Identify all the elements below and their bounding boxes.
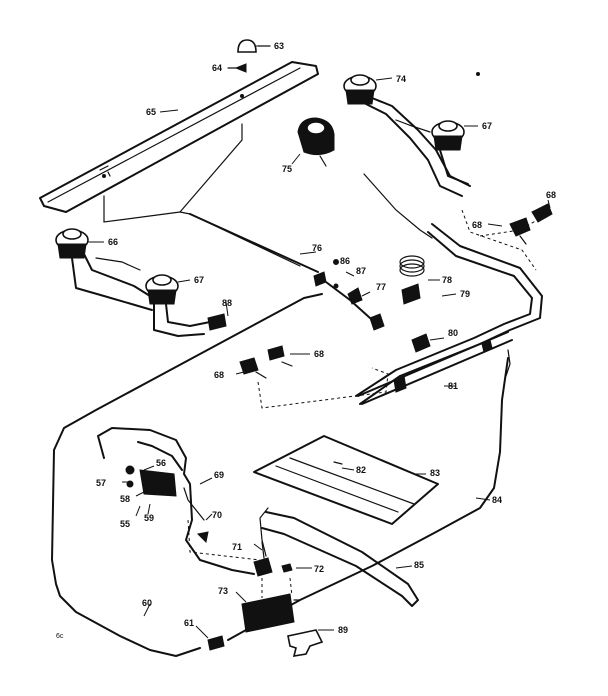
callout-68-mid: 68 xyxy=(472,220,482,230)
callout-60: 60 xyxy=(142,598,152,608)
callout-74: 74 xyxy=(396,74,406,84)
callout-82: 82 xyxy=(356,465,366,475)
valve-80 xyxy=(411,333,431,353)
callout-79: 79 xyxy=(460,289,470,299)
callout-56: 56 xyxy=(156,458,166,468)
callout-80: 80 xyxy=(448,328,458,338)
callout-61: 61 xyxy=(184,618,194,628)
burner-head-74 xyxy=(343,74,471,197)
callout-66: 66 xyxy=(108,237,118,247)
callout-81: 81 xyxy=(448,381,458,391)
callout-70: 70 xyxy=(212,510,222,520)
switch-78 xyxy=(401,283,421,305)
callout-63: 63 xyxy=(274,41,284,51)
thermostat-75 xyxy=(297,117,335,167)
callout-65: 65 xyxy=(146,107,156,117)
callout-73: 73 xyxy=(218,586,228,596)
callout-67-upper: 67 xyxy=(482,121,492,131)
orifice-68-upper xyxy=(509,203,553,245)
burner-head-66 xyxy=(55,228,153,311)
wire-84 xyxy=(505,349,511,377)
reference-mark xyxy=(476,72,480,76)
callout-68-lower-left: 68 xyxy=(214,370,224,380)
coiled-tube xyxy=(399,255,425,277)
burner-head-67-upper xyxy=(395,119,469,185)
callout-68-lower-right: 68 xyxy=(314,349,324,359)
igniter-assembly xyxy=(97,427,255,575)
manifold-pipe-81 xyxy=(257,331,513,409)
bake-burner-85 xyxy=(259,507,419,607)
burner-baffle-83 xyxy=(253,435,439,525)
callout-labels: 63 64 65 74 67 75 68 68 66 67 76 86 87 7… xyxy=(56,41,556,640)
callout-64: 64 xyxy=(212,63,222,73)
callout-76: 76 xyxy=(312,243,322,253)
oven-body-outline xyxy=(51,293,509,657)
bracket-89 xyxy=(287,629,324,657)
orifice-68-lower xyxy=(239,345,293,379)
callout-69: 69 xyxy=(214,470,224,480)
callout-67-lower: 67 xyxy=(194,275,204,285)
callout-87: 87 xyxy=(356,266,366,276)
callout-88: 88 xyxy=(222,298,232,308)
gas-valve-73 xyxy=(241,577,301,633)
callout-75: 75 xyxy=(282,164,292,174)
callout-72: 72 xyxy=(314,564,324,574)
callout-58: 58 xyxy=(120,494,130,504)
screw-72 xyxy=(281,563,293,573)
callout-89: 89 xyxy=(338,625,348,635)
callout-84: 84 xyxy=(492,495,502,505)
corner-mark: 6c xyxy=(56,633,64,640)
callout-68-right: 68 xyxy=(546,190,556,200)
callout-78: 78 xyxy=(442,275,452,285)
callout-57: 57 xyxy=(96,478,106,488)
callout-86: 86 xyxy=(340,256,350,266)
gas-tube-right xyxy=(355,209,545,405)
callout-59: 59 xyxy=(144,513,154,523)
callout-85: 85 xyxy=(414,560,424,570)
connector-61 xyxy=(207,635,225,651)
wiring-69-70 xyxy=(183,487,261,561)
leader-lines xyxy=(88,45,551,639)
thermocouple-76 xyxy=(189,173,433,273)
callout-83: 83 xyxy=(430,468,440,478)
burner-head-67-lower xyxy=(145,274,227,337)
fittings-86-87-77 xyxy=(313,259,385,331)
callout-77: 77 xyxy=(376,282,386,292)
safety-valve-71 xyxy=(253,541,273,577)
callout-55: 55 xyxy=(120,519,130,529)
callout-71: 71 xyxy=(232,542,242,552)
